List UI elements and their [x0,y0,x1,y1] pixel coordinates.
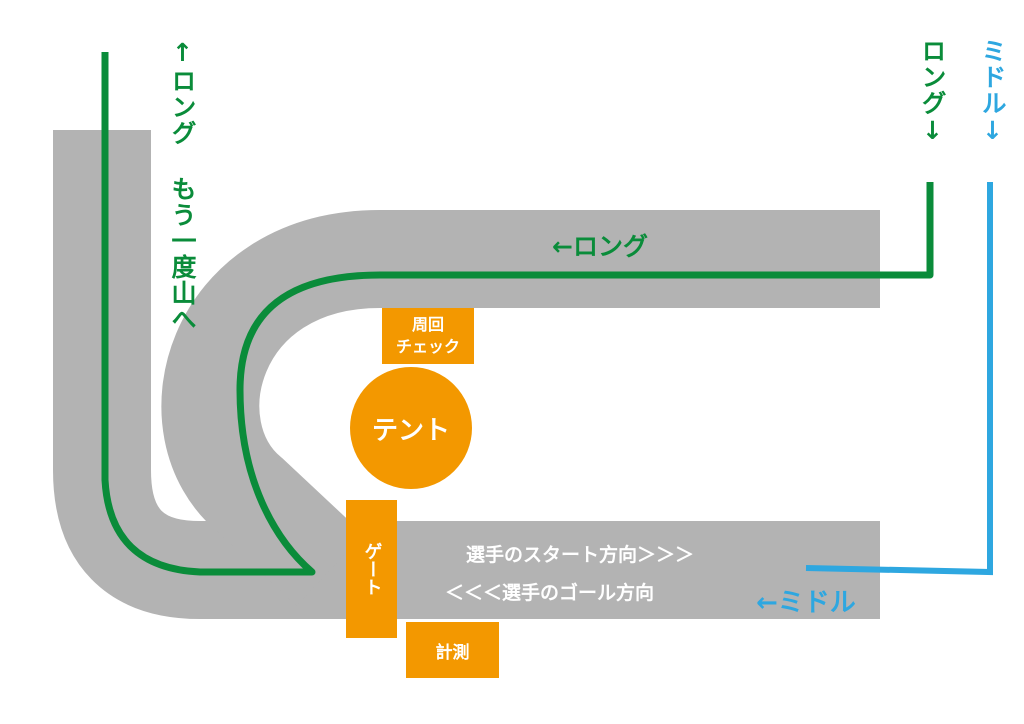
middle-down-label: ミドル↓ [978,38,1007,146]
gate-box: ゲート [346,500,397,638]
long-down-label: ロング↓ [918,38,947,146]
tent-circle: テント [350,367,472,489]
middle-left-label: ←ミドル [756,588,856,618]
long-again-label: ↑ロング もう一度山へ [168,38,197,332]
long-route-line [101,52,934,576]
timing-box: 計測 [406,622,499,678]
goal-direction-label: ＜＜＜選手のゴール方向 [445,582,655,604]
middle-route-line [805,182,993,576]
start-direction-label: 選手のスタート方向＞＞＞ [466,544,695,566]
track-loop [161,210,880,606]
lap-check-box: 周回 チェック [382,308,474,364]
long-left-label: ←ロング [552,232,648,261]
